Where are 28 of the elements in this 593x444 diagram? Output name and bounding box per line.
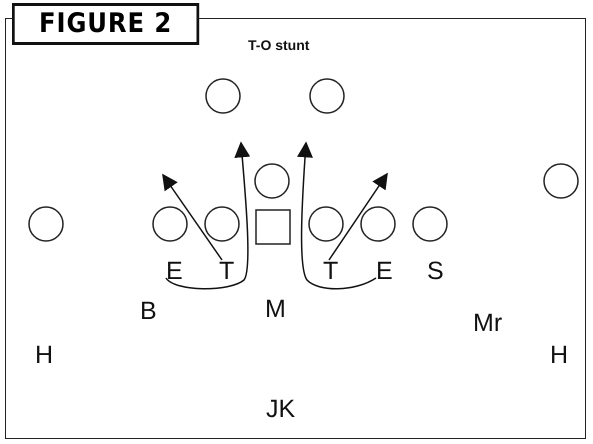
figure-heading: FIGURE 2	[12, 3, 200, 45]
player-letter: T	[323, 258, 338, 284]
stunt-arrow	[328, 172, 388, 260]
player-letter: E	[166, 258, 183, 284]
stunt-arrow	[297, 141, 376, 290]
player-circle	[543, 163, 579, 199]
player-letter: JK	[266, 396, 296, 422]
player-circle	[205, 78, 241, 114]
stunt-arrow	[165, 141, 250, 290]
player-letter: E	[376, 258, 393, 284]
player-circle	[308, 206, 344, 242]
player-letter: S	[427, 258, 444, 284]
player-letter: H	[550, 342, 568, 368]
player-circle	[28, 206, 64, 242]
player-circle	[309, 78, 345, 114]
center-square	[255, 209, 291, 245]
player-circle	[204, 206, 240, 242]
player-circle	[360, 206, 396, 242]
caption: T-O stunt	[248, 37, 310, 53]
stunt-arrow	[162, 174, 223, 260]
player-letter: T	[219, 258, 234, 284]
player-letter: B	[140, 298, 157, 324]
player-circle	[412, 206, 448, 242]
player-letter: H	[35, 342, 54, 368]
player-circle	[254, 163, 290, 199]
player-letter: M	[265, 296, 286, 322]
player-circle	[152, 206, 188, 242]
player-letter: Mr	[473, 310, 502, 336]
